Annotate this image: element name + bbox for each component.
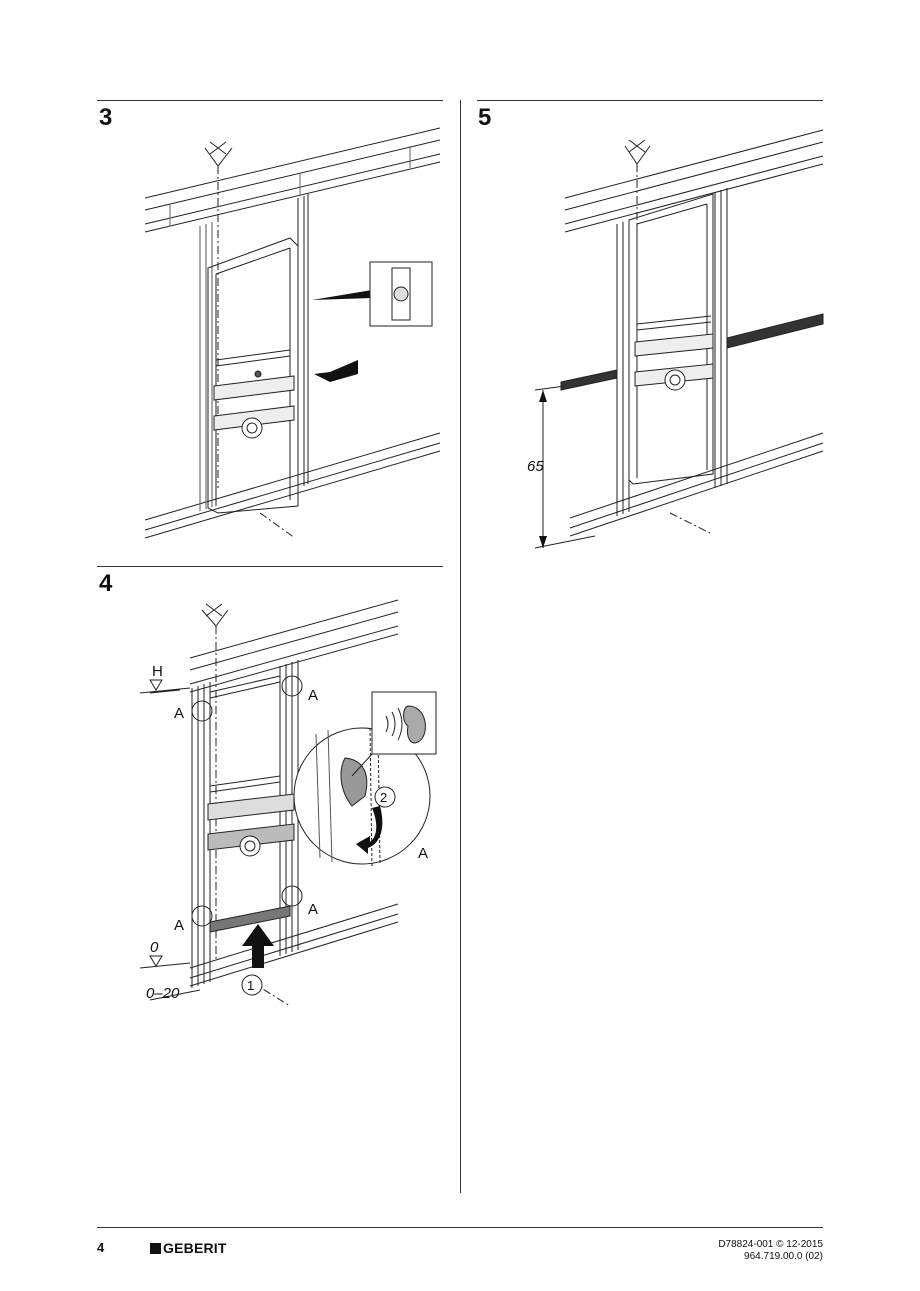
footer-rule bbox=[97, 1227, 823, 1228]
brand-square-icon bbox=[150, 1242, 161, 1254]
step-4-label-zero: 0 bbox=[150, 939, 159, 956]
doc-code: D78824-001 © 12-2015 bbox=[718, 1239, 823, 1250]
step-3-top-rule bbox=[97, 100, 443, 101]
step-4-label-a-top-right: A bbox=[308, 687, 318, 704]
step-4-label-a-top-left: A bbox=[174, 705, 184, 722]
step-5-top-rule bbox=[477, 100, 823, 101]
step-4-label-range: 0–20 bbox=[146, 985, 180, 1002]
step-3-illustration bbox=[144, 127, 441, 539]
step-4-illustration: H A A A A A 0 0–20 1 2 bbox=[139, 599, 437, 1007]
step-4-label-h: H bbox=[152, 663, 163, 680]
step-4-label-a-bottom-left: A bbox=[174, 917, 184, 934]
article-code: 964.719.00.0 (02) bbox=[744, 1251, 823, 1262]
step-4-label-a-detail: A bbox=[418, 845, 428, 862]
step-5-illustration: 65 bbox=[527, 129, 824, 549]
step-5-number: 5 bbox=[478, 104, 492, 131]
step-4-callout-2: 2 bbox=[380, 790, 387, 805]
step-4-top-rule bbox=[97, 566, 443, 567]
step-4-label-a-bottom-right: A bbox=[308, 901, 318, 918]
brand-name: GEBERIT bbox=[163, 1240, 227, 1256]
step-4-callout-1: 1 bbox=[247, 978, 254, 993]
page-number: 4 bbox=[97, 1240, 105, 1255]
brand-logo: GEBERIT bbox=[150, 1240, 227, 1256]
document-reference: D78824-001 © 12-2015 964.719.00.0 (02) bbox=[718, 1239, 823, 1263]
step-4-number: 4 bbox=[99, 570, 113, 597]
step-5-dimension-label: 65 bbox=[527, 458, 544, 475]
column-divider bbox=[460, 100, 461, 1193]
step-3-number: 3 bbox=[99, 104, 113, 131]
